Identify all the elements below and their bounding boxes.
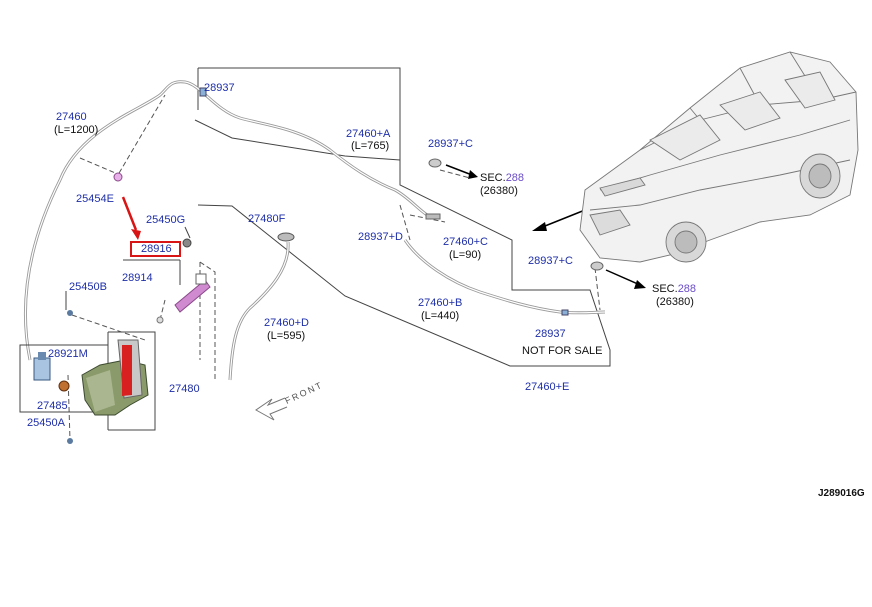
- highlight-arrow: [121, 196, 138, 231]
- nozzle-28937c-2: [590, 261, 604, 271]
- sec-ref-2-sub: (26380): [656, 296, 694, 308]
- callout-25450g: 25450G: [146, 214, 186, 226]
- callout-27460e: 27460+E: [525, 381, 570, 393]
- sec-ref-1-prefix: SEC.: [480, 172, 506, 184]
- callout-27460a-length: (L=765): [351, 140, 390, 152]
- nozzle-28937c-1: [428, 158, 442, 168]
- sec-ref-1: SEC.288: [480, 172, 524, 184]
- sec-ref-2-number: 288: [677, 283, 697, 295]
- callout-28937-top: 28937: [204, 82, 235, 94]
- callout-27460: 27460: [56, 111, 87, 123]
- callout-27460c-length: (L=90): [449, 249, 482, 261]
- clip-25450b: [67, 310, 73, 316]
- joint-28937-bottom: [561, 309, 569, 316]
- clip-25450a: [67, 438, 73, 444]
- callout-28921m: 28921M: [48, 348, 88, 360]
- tank-box: [108, 331, 156, 431]
- sec-ref-1-sub: (26380): [480, 185, 518, 197]
- washer-tank: [81, 339, 149, 416]
- callout-27460b-length: (L=440): [421, 310, 460, 322]
- callout-27460b: 27460+B: [418, 297, 463, 309]
- callout-28937-bottom: 28937: [535, 328, 566, 340]
- pump-box: [19, 344, 108, 413]
- diagram-code: J289016G: [818, 488, 865, 499]
- callout-28937d: 28937+D: [358, 231, 403, 243]
- callout-27460c: 27460+C: [443, 236, 488, 248]
- callout-27480: 27480: [169, 383, 200, 395]
- callout-27460d: 27460+D: [264, 317, 309, 329]
- sec-ref-2: SEC.288: [652, 283, 696, 295]
- callout-28914: 28914: [122, 272, 153, 284]
- vehicle-illustration: [579, 51, 859, 263]
- callout-25454e: 25454E: [76, 193, 114, 205]
- frame-outline: [197, 67, 611, 367]
- front-arrow: [255, 397, 288, 421]
- callout-28937c-1: 28937+C: [428, 138, 473, 150]
- callout-28916: 28916: [141, 243, 172, 255]
- joint-28937: [199, 87, 207, 97]
- washer-pump: [33, 352, 70, 392]
- highlight-arrowhead: [131, 229, 141, 240]
- callout-27460-length: (L=1200): [54, 124, 99, 136]
- clip-25454e: [113, 172, 123, 182]
- callout-25450a: 25450A: [27, 417, 65, 429]
- cap-25450g: [182, 238, 192, 248]
- callout-27460d-length: (L=595): [267, 330, 306, 342]
- joint-28937d: [425, 213, 441, 220]
- highlight-box-28916: [130, 241, 181, 257]
- not-for-sale-note: NOT FOR SALE: [522, 345, 603, 357]
- frame-inner: [194, 119, 401, 161]
- hose-27460d: [228, 241, 290, 381]
- sec-ref-1-number: 288: [505, 172, 525, 184]
- callout-27485: 27485: [37, 400, 68, 412]
- sec-ref-2-prefix: SEC.: [652, 283, 678, 295]
- callout-27460a: 27460+A: [346, 128, 391, 140]
- filler-neck: [174, 273, 211, 313]
- callout-28937c-2: 28937+C: [528, 255, 573, 267]
- callout-25450b: 25450B: [69, 281, 107, 293]
- callout-27480f: 27480F: [248, 213, 286, 225]
- connector-28914: [156, 316, 164, 324]
- grommet-27480f: [277, 232, 295, 242]
